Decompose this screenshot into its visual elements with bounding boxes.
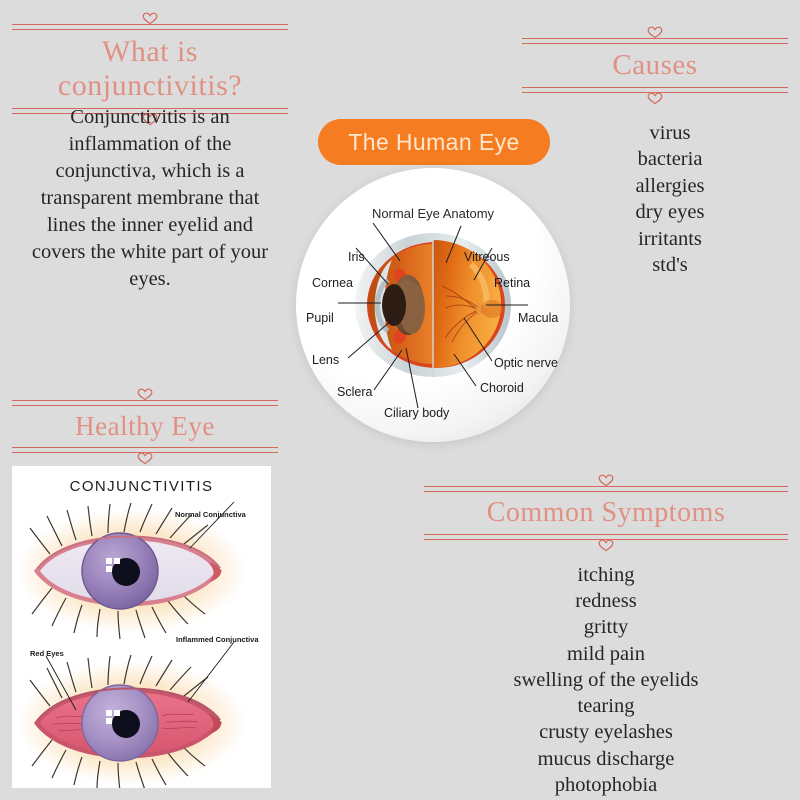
eye-label-retina: Retina bbox=[494, 276, 531, 290]
causes-list: virus bacteria allergies dry eyes irrita… bbox=[570, 120, 770, 279]
list-item: irritants bbox=[638, 227, 702, 250]
heading-rule-top bbox=[522, 26, 788, 44]
heart-ornament-icon bbox=[647, 26, 663, 39]
common-symptoms-title: Common Symptoms bbox=[486, 497, 726, 528]
eye-diagram-panel: Normal Eye Anatomy bbox=[296, 168, 570, 442]
causes-title: Causes bbox=[612, 49, 698, 81]
eye-cross-section-illustration bbox=[338, 222, 528, 409]
list-item: tearing bbox=[577, 695, 635, 718]
healthy-eye-title: Healthy Eye bbox=[75, 411, 215, 441]
list-item: gritty bbox=[583, 616, 629, 639]
conjunctivitis-eyes-illustration bbox=[17, 501, 247, 788]
list-item: dry eyes bbox=[635, 201, 705, 224]
section-header-healthy-eye: Healthy Eye bbox=[12, 388, 278, 465]
eye-label-ciliary-body: Ciliary body bbox=[384, 406, 450, 420]
eye-label-macula: Macula bbox=[518, 311, 559, 325]
conjunctivitis-figure-title: CONJUNCTIVITIS bbox=[69, 478, 214, 495]
list-item: bacteria bbox=[637, 148, 703, 171]
common-symptoms-list: itching redness gritty mild pain swellin… bbox=[424, 562, 788, 798]
heart-ornament-icon bbox=[647, 92, 663, 105]
list-item: mild pain bbox=[566, 642, 645, 665]
eye-label-optic-nerve: Optic nerve bbox=[494, 356, 558, 370]
list-item: mucus discharge bbox=[537, 747, 675, 770]
heading-rule-top bbox=[12, 12, 288, 30]
section-header-common-symptoms: Common Symptoms bbox=[424, 474, 788, 552]
eye-diagram-title: Normal Eye Anatomy bbox=[371, 206, 495, 221]
eye-label-vitreous: Vitreous bbox=[464, 250, 510, 264]
list-item: std's bbox=[652, 254, 688, 277]
eye-label-iris: Iris bbox=[348, 250, 365, 264]
heading-rule-top bbox=[424, 474, 788, 492]
page-title-line1: What is bbox=[102, 35, 198, 68]
page-title: What is conjunctivitis? bbox=[12, 30, 288, 108]
heart-ornament-icon bbox=[598, 539, 614, 552]
heading-rule-bottom bbox=[424, 534, 788, 552]
heart-ornament-icon bbox=[137, 452, 153, 465]
list-item: itching bbox=[577, 564, 635, 586]
list-item: swelling of the eyelids bbox=[513, 668, 699, 691]
human-eye-badge: The Human Eye bbox=[318, 119, 550, 165]
section-header-what-is-conjunctivitis: What is conjunctivitis? bbox=[12, 12, 288, 126]
label-normal-conjunctiva: Normal Conjunctiva bbox=[175, 510, 246, 519]
list-item: photophobia bbox=[554, 773, 658, 796]
list-item: crusty eyelashes bbox=[539, 721, 673, 744]
section-header-causes: Causes bbox=[522, 26, 788, 105]
list-item: virus bbox=[649, 122, 691, 144]
eye-label-sclera: Sclera bbox=[337, 385, 373, 399]
eye-label-pupil: Pupil bbox=[306, 311, 334, 325]
label-red-eyes: Red Eyes bbox=[30, 649, 64, 658]
what-is-paragraph: Conjunctivitis is an inflammation of the… bbox=[31, 106, 269, 291]
list-item: allergies bbox=[635, 174, 705, 197]
list-item: redness bbox=[575, 590, 637, 613]
label-inflammed-conjunctiva: Inflammed Conjunctiva bbox=[176, 635, 259, 644]
eye-label-lens: Lens bbox=[312, 353, 340, 367]
page-title-line2: conjunctivitis? bbox=[57, 68, 243, 102]
heading-rule-top bbox=[12, 388, 278, 406]
conjunctivitis-figure-panel: CONJUNCTIVITIS bbox=[12, 466, 271, 788]
heart-ornament-icon bbox=[142, 12, 158, 25]
eye-label-cornea: Cornea bbox=[312, 276, 353, 290]
eye-label-choroid: Choroid bbox=[480, 381, 524, 395]
heart-ornament-icon bbox=[598, 474, 614, 487]
heading-rule-bottom bbox=[12, 447, 278, 465]
heart-ornament-icon bbox=[137, 388, 153, 401]
heading-rule-bottom bbox=[522, 87, 788, 105]
